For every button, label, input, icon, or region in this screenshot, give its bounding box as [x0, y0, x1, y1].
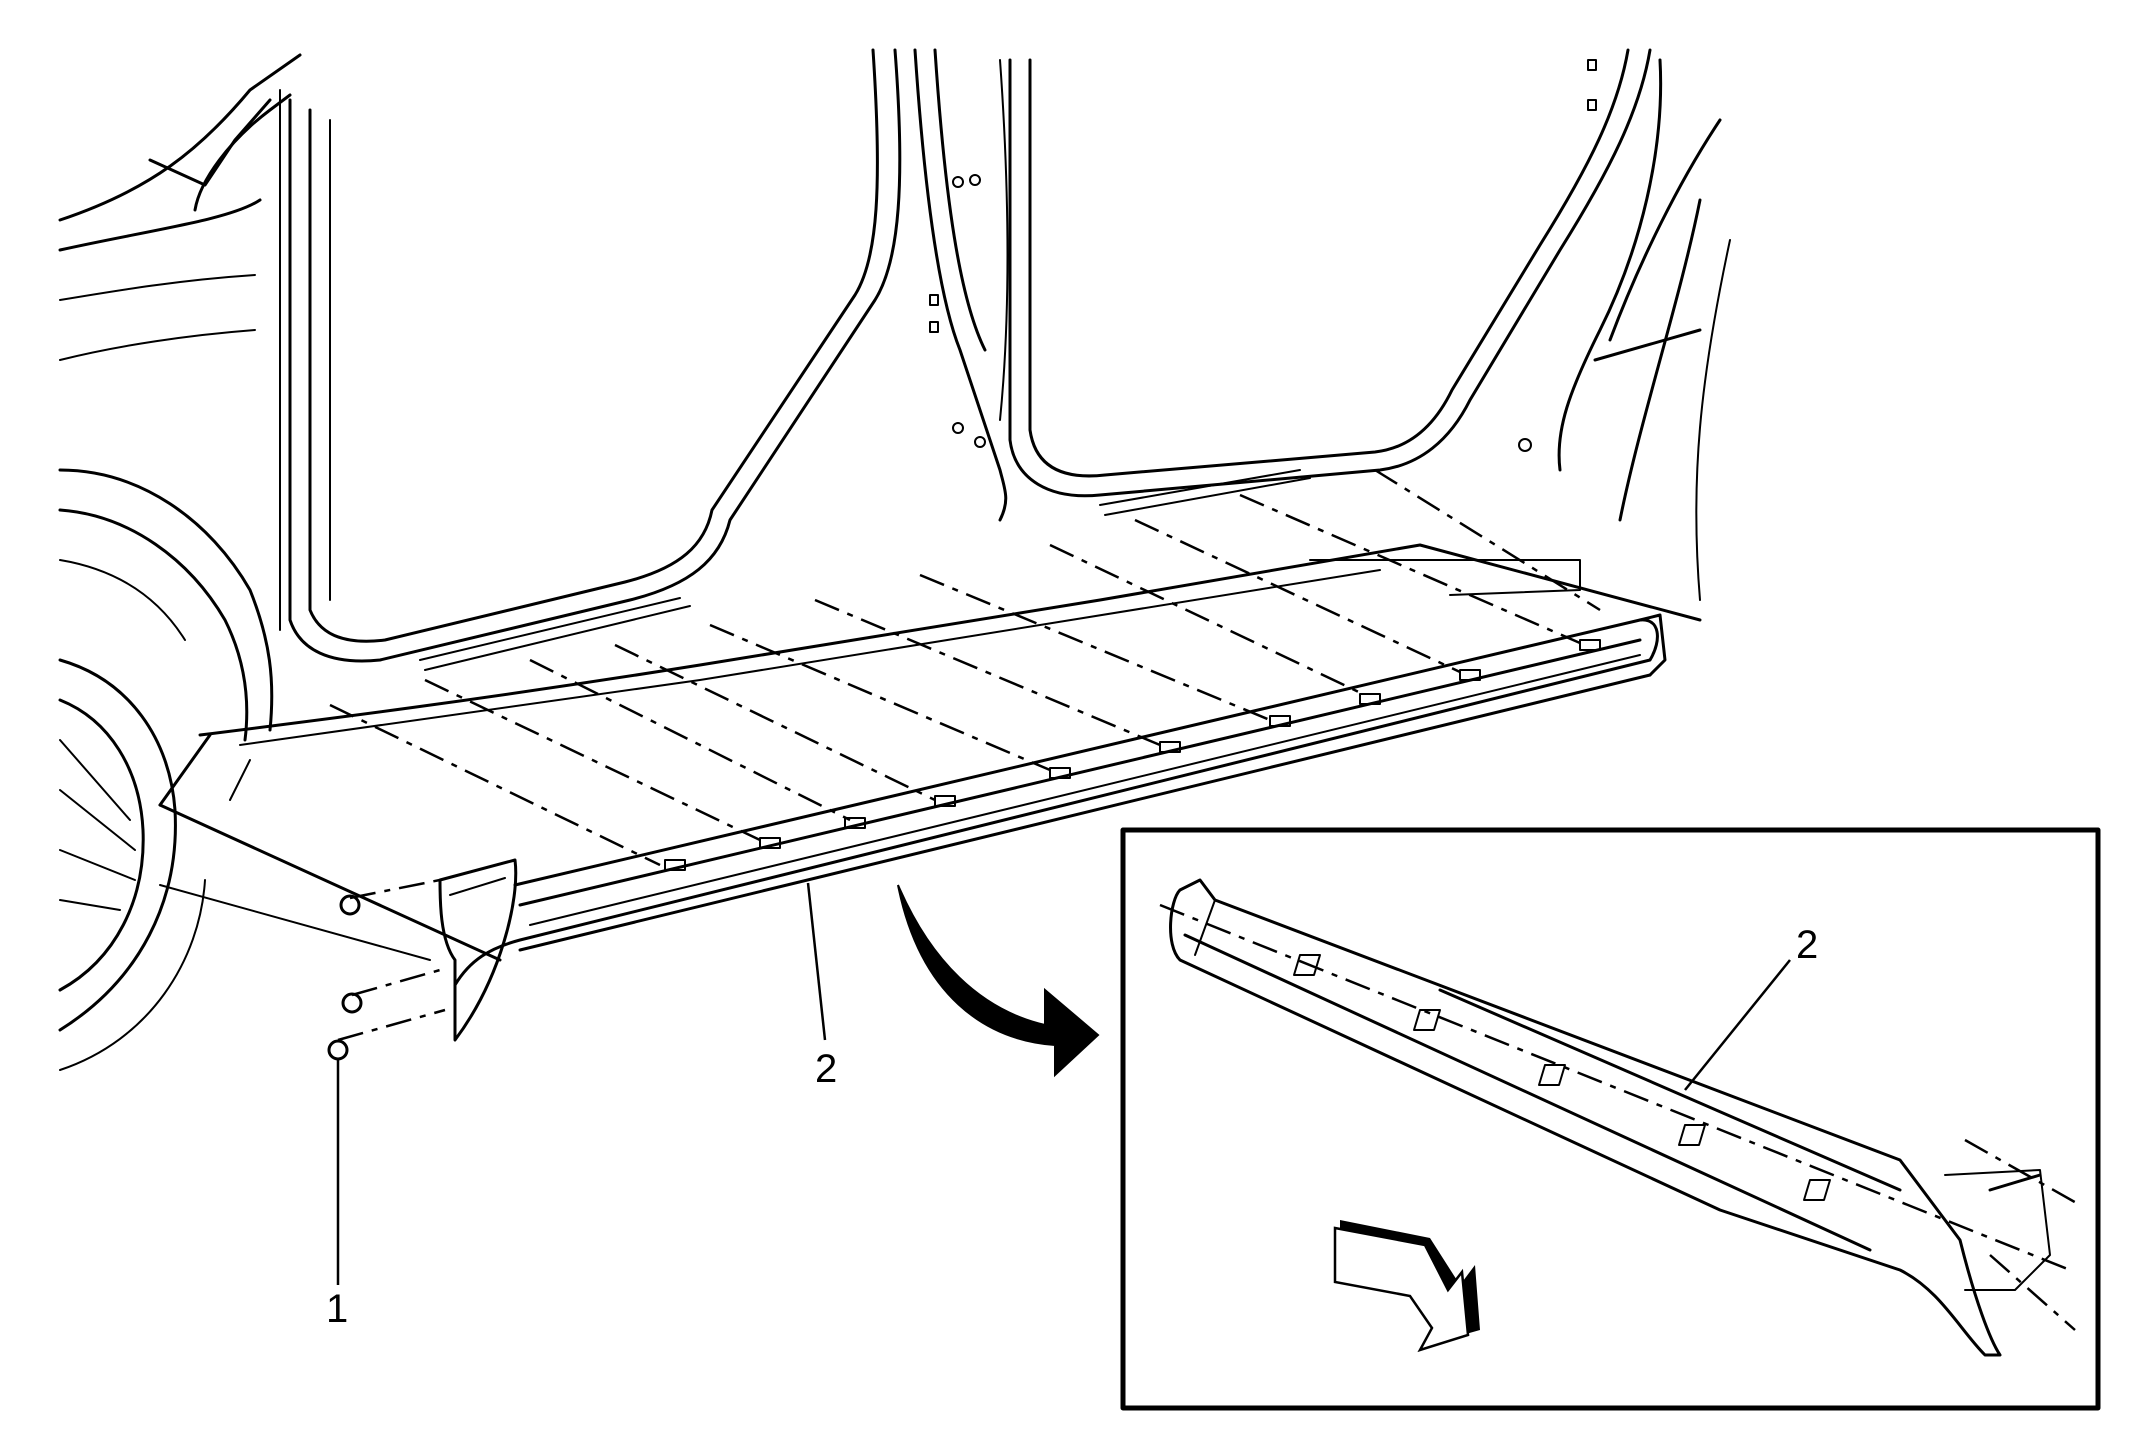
detail-inset: 2 [1120, 827, 2101, 1411]
rocker-panel-detail [1169, 878, 2051, 1357]
installation-lines [329, 468, 1601, 1042]
rocker-panel [453, 613, 1667, 987]
fasteners [327, 894, 363, 1061]
callout-2-label: 2 [815, 1047, 837, 1091]
vehicle-body-side [58, 48, 1731, 1071]
callout-1-label: 1 [326, 1287, 348, 1331]
detail-transition-arrow [897, 884, 1100, 1078]
callout-2-detail-leader [1684, 959, 1791, 1091]
callout-2-leader [806, 882, 827, 1041]
vehicle-front-arrow [1333, 1220, 1480, 1353]
rocker-panel-clips [664, 639, 1601, 871]
callout-2-detail-label: 2 [1796, 923, 1818, 967]
